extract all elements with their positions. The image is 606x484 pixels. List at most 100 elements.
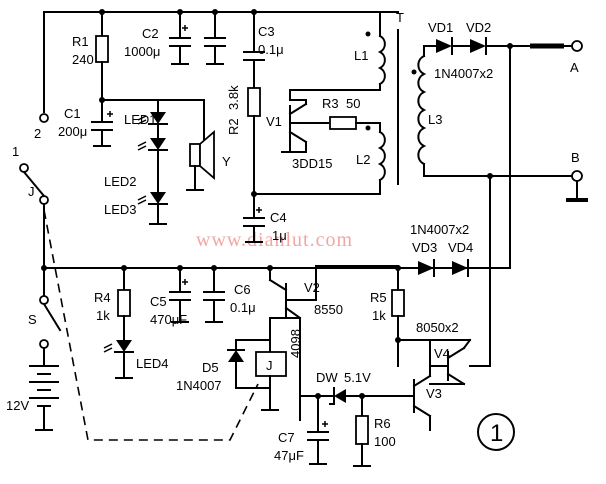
capacitor-c3: [243, 11, 265, 89]
vd12-part: 1N4007x2: [434, 66, 493, 81]
inductor-l1: [289, 11, 386, 101]
c7-name: C7: [278, 430, 295, 445]
diode-vd1: [423, 37, 453, 55]
diode-vd2: [451, 37, 531, 55]
r4-name: R4: [94, 290, 111, 305]
transistor-v3: [397, 339, 432, 431]
c7-value: 47μF: [274, 448, 304, 463]
r2-name: R2: [226, 118, 241, 135]
diode-d5: [227, 339, 271, 389]
middle-rail: [41, 265, 511, 271]
v1-value: 3DD15: [292, 156, 332, 171]
r2-value: 3.8k: [226, 85, 241, 110]
output-terminal-a: [530, 40, 583, 52]
dw-value: 5.1V: [344, 370, 371, 385]
switch-contact-1: 1: [12, 144, 19, 159]
r5-name: R5: [370, 290, 387, 305]
d5-value: 1N4007: [176, 378, 222, 393]
led2-name: LED2: [104, 174, 137, 189]
capacitor-c2: [169, 11, 226, 65]
c1-name: C1: [64, 106, 81, 121]
v1-name: V1: [266, 114, 282, 129]
resistor-r1: [95, 11, 109, 103]
inductor-l3: [411, 45, 427, 177]
vd34-part: 1N4007x2: [410, 222, 469, 237]
capacitor-c7: [307, 395, 329, 465]
c6-value: 0.1μ: [230, 300, 256, 315]
c3-name: C3: [258, 24, 275, 39]
vd2-name: VD2: [466, 20, 491, 35]
capacitor-c6: [203, 267, 225, 323]
vd3-name: VD3: [412, 240, 437, 255]
v2-value: 8550: [314, 302, 343, 317]
diode-vd4: [452, 259, 469, 277]
terminal-b-label: B: [571, 150, 580, 165]
transistor-v2: [268, 265, 399, 421]
resistor-r6: [353, 395, 371, 467]
inductor-l2: [253, 122, 386, 195]
speaker-y: [186, 99, 215, 191]
v34-part: 8050x2: [416, 320, 459, 335]
feedback-wires: [489, 45, 511, 367]
figure-number: 1: [490, 420, 503, 447]
switch-j: [19, 113, 49, 269]
resistor-r4: [117, 267, 131, 341]
c3-value: 0.1μ: [258, 42, 284, 57]
output-terminal-b: [423, 170, 588, 202]
power-switch-s: [39, 267, 62, 367]
c5-value: 470μF: [150, 312, 187, 327]
c1-value: 200μ: [58, 124, 87, 139]
resistor-r5: [391, 265, 471, 343]
relay-j: [255, 317, 301, 411]
v3-name: V3: [426, 386, 442, 401]
led1-name: LED1: [124, 112, 157, 127]
transistor-v4: [397, 338, 491, 386]
l2-name: L2: [356, 152, 370, 167]
figure-number-badge: [477, 413, 515, 451]
led3-name: LED3: [104, 202, 137, 217]
capacitor-c5: [169, 267, 191, 323]
speaker-name: Y: [222, 154, 231, 169]
led-chain: [101, 99, 205, 225]
terminal-a-label: A: [570, 60, 579, 75]
diode-vd3: [418, 259, 435, 277]
r1-name: R1: [72, 34, 89, 49]
watermark: www.dianlut.com: [196, 229, 353, 251]
r1-value: 240: [72, 52, 94, 67]
relay-name: J: [266, 358, 273, 373]
vd1-name: VD1: [428, 20, 453, 35]
dw-name: DW: [316, 370, 338, 385]
relay-coil-part: 4098: [288, 329, 303, 358]
zener-dw: [299, 387, 399, 405]
r3-value: 50: [346, 96, 360, 111]
relay-link-dashed: [43, 209, 259, 441]
d5-name: D5: [202, 360, 219, 375]
r3-name: R3: [322, 96, 339, 111]
battery-12v: [29, 365, 59, 431]
r5-value: 1k: [372, 308, 386, 323]
capacitor-c1: [91, 99, 113, 147]
transistor-v1: [281, 99, 329, 153]
led4: [103, 340, 134, 379]
c5-name: C5: [150, 294, 167, 309]
switch-relay-label: J: [28, 184, 35, 199]
switch-s-label: S: [28, 312, 37, 327]
c4-name: C4: [270, 210, 287, 225]
resistor-r3: [329, 116, 381, 130]
l1-name: L1: [354, 48, 368, 63]
led4-name: LED4: [136, 356, 169, 371]
r6-name: R6: [374, 416, 391, 431]
v2-name: V2: [304, 280, 320, 295]
transformer-name: T: [396, 10, 404, 25]
v4-name: V4: [434, 346, 450, 361]
capacitor-c4: [243, 193, 265, 243]
battery-label: 12V: [6, 398, 29, 413]
r4-value: 1k: [96, 308, 110, 323]
l3-name: L3: [428, 112, 442, 127]
switch-contact-2: 2: [34, 126, 41, 141]
vd4-name: VD4: [448, 240, 473, 255]
c4-value: 1μ: [272, 228, 287, 243]
resistor-r2: [247, 87, 261, 197]
c2-name: C2: [142, 26, 159, 41]
